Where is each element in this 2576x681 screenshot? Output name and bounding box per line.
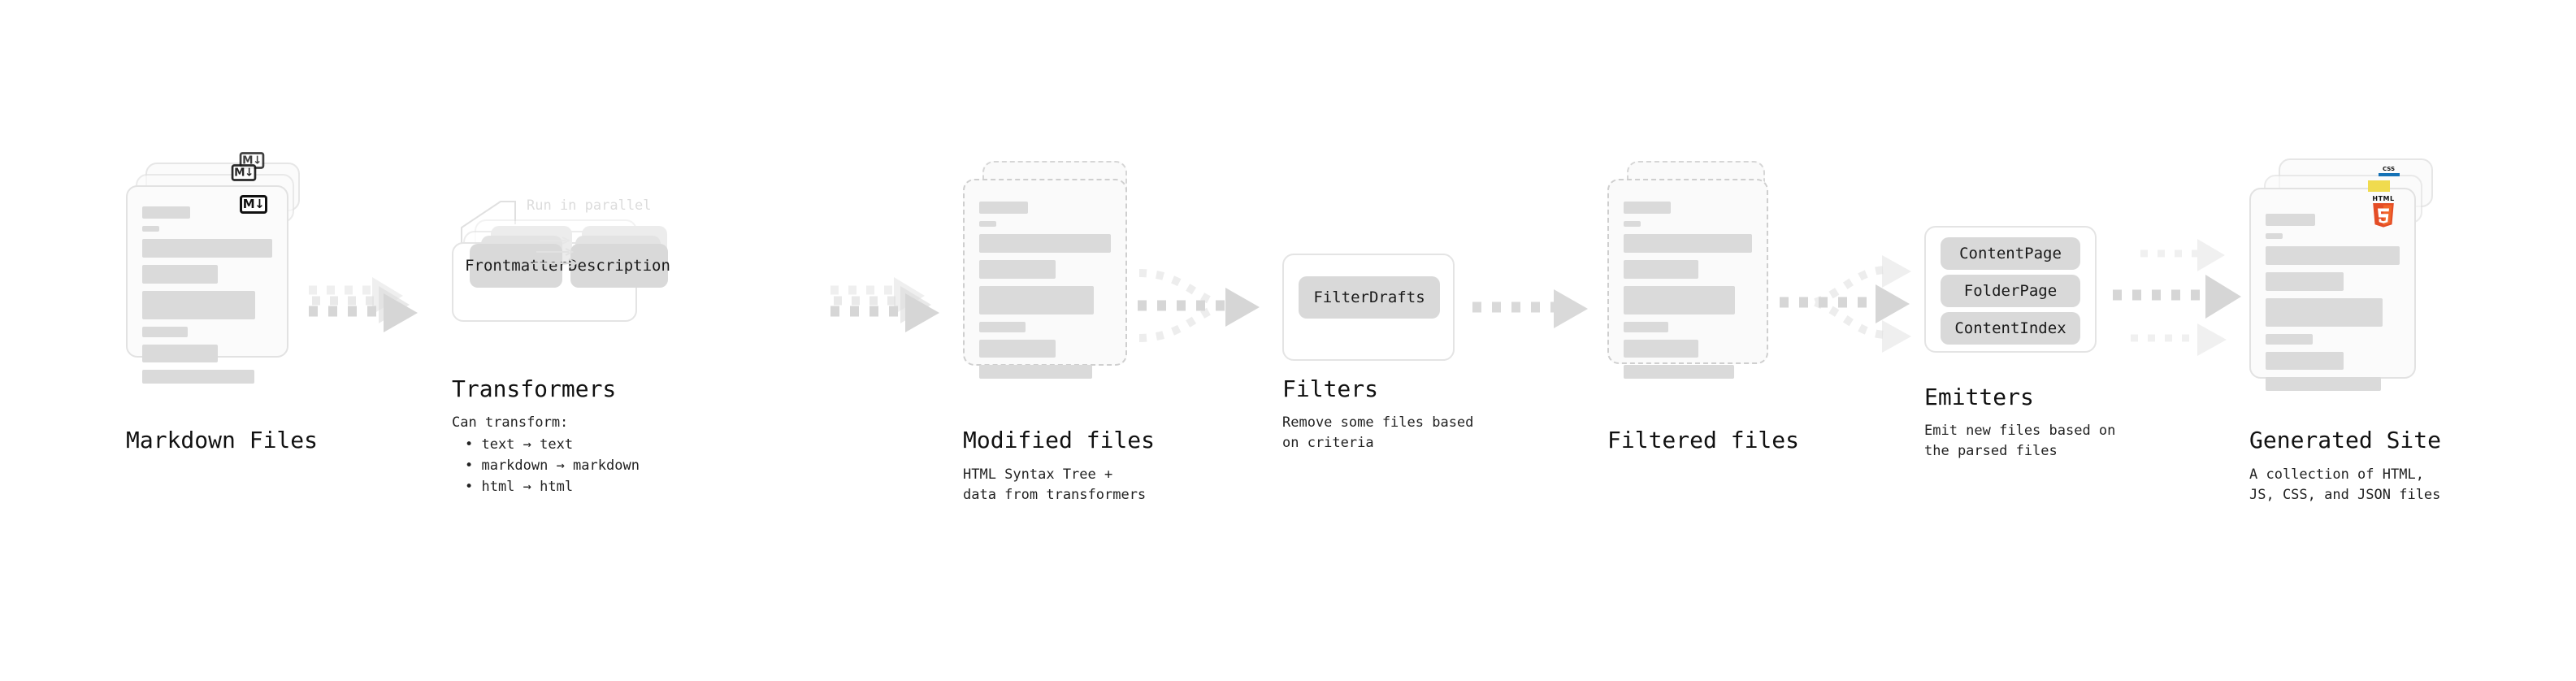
connector-transformers-to-modified: [830, 277, 939, 332]
modified-files-subtitle-1: data from transformers: [963, 487, 1147, 503]
connector-modified-to-filters: [1138, 269, 1260, 342]
emitter-chip-contentindex[interactable]: ContentIndex: [1941, 312, 2080, 345]
emitter-chip-folderpage[interactable]: FolderPage: [1941, 275, 2080, 307]
connector-filters-to-filtered: [1472, 289, 1588, 328]
emitters-subtitle-1: the parsed files: [1924, 443, 2058, 459]
emitter-chip-contentindex-label: ContentIndex: [1954, 319, 2066, 337]
modified-placeholder-bars: [979, 202, 1111, 386]
markdown-badge: M↓: [240, 195, 267, 214]
transformers-bullet-1: • markdown → markdown: [465, 458, 640, 474]
emitters-title: Emitters: [1924, 384, 2034, 410]
site-card-front: [2249, 188, 2416, 391]
filter-chip-filterdrafts[interactable]: FilterDrafts: [1299, 276, 1440, 319]
css3-icon-bar: [2378, 173, 2400, 176]
transformers-bullet-0: • text → text: [465, 436, 574, 453]
transformer-chip-description-label: Description: [568, 257, 670, 275]
filters-subtitle-1: on criteria: [1282, 435, 1374, 451]
markdown-card-front: [126, 185, 288, 384]
markdown-badge-mid: M↓: [231, 164, 257, 181]
filtered-files-title: Filtered files: [1607, 427, 1800, 453]
filter-chip-filterdrafts-label: FilterDrafts: [1313, 288, 1425, 306]
markdown-placeholder-bars: [142, 206, 272, 391]
filtered-placeholder-bars: [1624, 202, 1752, 386]
css3-icon: CSS: [2378, 165, 2400, 176]
transformers-caption-intro: Can transform:: [452, 414, 569, 431]
css3-icon-label: CSS: [2382, 166, 2396, 172]
filtered-card-front: [1607, 179, 1768, 379]
run-in-parallel-label: Run in parallel: [527, 197, 652, 214]
html5-icon-label: HTML: [2372, 195, 2395, 202]
site-placeholder-bars: [2266, 214, 2400, 398]
javascript-icon: [2368, 180, 2390, 192]
generated-site-subtitle-0: A collection of HTML,: [2249, 466, 2424, 483]
modified-files-title: Modified files: [963, 427, 1156, 453]
modified-card-front: [963, 179, 1127, 379]
filters-subtitle-0: Remove some files based: [1282, 414, 1474, 431]
transformers-title: Transformers: [452, 375, 617, 402]
markdown-files-title: Markdown Files: [126, 427, 319, 453]
emitter-chip-folderpage-label: FolderPage: [1963, 282, 2058, 300]
generated-site-title: Generated Site: [2249, 427, 2442, 453]
connector-filtered-to-emitters: [1780, 255, 1911, 353]
html5-icon-shield: [2371, 203, 2396, 229]
connector-markdown-to-transformers: [309, 277, 418, 332]
generated-site-subtitle-1: JS, CSS, and JSON files: [2249, 487, 2441, 503]
filters-title: Filters: [1282, 375, 1379, 402]
emitters-subtitle-0: Emit new files based on: [1924, 423, 2116, 439]
emitter-chip-contentpage-label: ContentPage: [1959, 245, 2062, 262]
connector-emitters-to-site: [2113, 239, 2241, 356]
transformer-chip-description[interactable]: Description: [568, 244, 670, 288]
transformer-chip-frontmatter-label: Frontmatter: [465, 257, 567, 275]
emitter-chip-contentpage[interactable]: ContentPage: [1941, 237, 2080, 270]
transformers-inner-arrows: [533, 236, 579, 268]
modified-files-subtitle-0: HTML Syntax Tree +: [963, 466, 1113, 483]
html5-icon: HTML: [2370, 196, 2397, 230]
transformers-bullet-2: • html → html: [465, 479, 574, 495]
run-in-parallel-bracket: [461, 201, 516, 252]
